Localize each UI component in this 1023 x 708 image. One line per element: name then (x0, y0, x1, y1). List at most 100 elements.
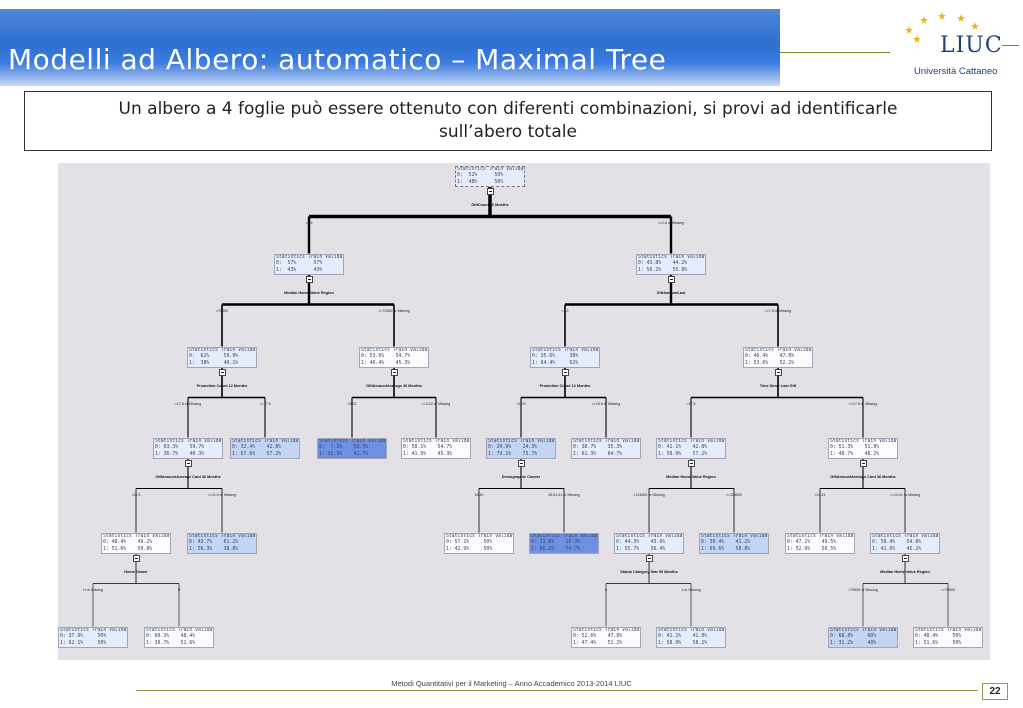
tree-node[interactable]: Statistics Train Validation0: 38.7% 35.3… (571, 437, 641, 459)
node-header: Statistics Train Validation (146, 627, 213, 633)
collapse-toggle-icon[interactable] (561, 368, 569, 376)
collapse-toggle-icon[interactable] (486, 187, 494, 195)
collapse-toggle-icon[interactable] (184, 459, 192, 467)
tree-node[interactable]: Statistics Train Validation0: 20.9% 24.3… (486, 437, 556, 459)
branch-label: <17.5 (686, 401, 696, 406)
tree-node[interactable]: Statistics Train Validation0: 48.4% 49.2… (101, 532, 171, 554)
branch-label: >=5.22 or Missing (421, 401, 451, 406)
tree-node[interactable]: Statistics Train Validation0: 43.8% 44.2… (636, 253, 706, 275)
split-variable-label: Median Home Value Region (666, 474, 716, 479)
node-header: Statistics Train Validation (658, 438, 725, 444)
tree-node[interactable]: Statistics Train Validation0: 68.8% 60%1… (828, 626, 898, 648)
node-header: Statistics Train Validation (532, 347, 599, 353)
collapse-toggle-icon[interactable] (774, 368, 782, 376)
tree-node[interactable]: Statistics Train Validation0: 51.3% 51.8… (828, 437, 898, 459)
node-stat-row: 1: 58.9% 58.2% (658, 640, 708, 646)
node-stat-row: 1: 36.7% 40.3% (155, 451, 205, 457)
branch-label: <11.5 (131, 492, 141, 497)
logo-name: LIUC (940, 33, 1003, 58)
node-header: Statistics Train Validation (103, 533, 170, 539)
node-header: Statistics Train Validation (701, 533, 768, 539)
node-stat-row: 0: 32.4% 42.8% (232, 445, 282, 451)
tree-node[interactable]: Statistics Train Validation0: 41.1% 42.8… (656, 437, 726, 459)
tree-node[interactable]: Statistics Train Validation0: 60.3% 48.4… (144, 626, 214, 648)
node-stat-row: 1: 56.3% 38.8% (189, 546, 239, 552)
collapse-toggle-icon[interactable] (859, 459, 867, 467)
title-bar: Modelli ad Albero: automatico – Maximal … (0, 9, 780, 86)
tree-node[interactable]: Statistics Train Validation0: 37.9% 50%1… (58, 626, 128, 648)
branch-label: >=17.5 (259, 401, 271, 406)
tree-node[interactable]: Statistics Train Validation0: 57% 57%1: … (274, 253, 344, 275)
branch-label: >=11.5 or Missing (207, 492, 237, 497)
tree-node[interactable]: Statistics Train Validation0: 63.3% 59.7… (153, 437, 223, 459)
collapse-toggle-icon[interactable] (305, 275, 313, 283)
tree-node[interactable]: Statistics Train Validation0: 30.4% 41.2… (699, 532, 769, 554)
collapse-toggle-icon[interactable] (645, 554, 653, 562)
node-stat-row: 0: 43.7% 61.2% (189, 540, 239, 546)
tree-node[interactable]: Statistics Train Validation0: 44.3% 43.6… (614, 532, 684, 554)
tree-node[interactable]: Statistics Train Validation0: 52% 50%1: … (455, 165, 525, 187)
tree-node[interactable]: Statistics Train Validation0: 58.4% 54.8… (870, 532, 940, 554)
decision-tree-panel: <2.5>=2.5 or Missing<70350>=70350 or Mis… (58, 163, 990, 660)
node-stat-row: 0: 46.4% 47.8% (745, 354, 795, 360)
split-variable-label: Status Category Star 96 Months (620, 569, 678, 574)
node-stat-row: 0: 38.7% 35.3% (573, 445, 623, 451)
tree-node[interactable]: Statistics Train Validation0: 41.1% 41.8… (656, 626, 726, 648)
node-stat-row: 0: 51.3% 51.8% (830, 445, 880, 451)
node-stat-row: 1: 41.9% 45.3% (403, 451, 453, 457)
branch-label: U (177, 587, 181, 592)
tree-node[interactable]: Statistics Train Validation0: 48.4% 50%1… (913, 626, 983, 648)
collapse-toggle-icon[interactable] (390, 368, 398, 376)
node-header: Statistics Train Validation (189, 347, 256, 353)
branch-label: H or Missing (83, 587, 103, 592)
node-header: Statistics Train Validation (638, 254, 705, 260)
split-variable-label: GiftAmountAverage Card 36 Months (830, 474, 896, 479)
liuc-logo-stars-icon (905, 12, 979, 43)
tree-node[interactable]: Statistics Train Validation0: 46.4% 47.8… (743, 346, 813, 368)
tree-node[interactable]: Statistics Train Validation0: 7.1% 58.3%… (317, 437, 387, 459)
node-stat-row: 1: 41.6% 45.2% (872, 546, 922, 552)
node-stat-row: 0: 20.9% 24.3% (488, 445, 538, 451)
tree-node[interactable]: Statistics Train Validation0: 35.6% 38%1… (530, 346, 600, 368)
branch-label: >=124500 (725, 492, 743, 497)
tree-node[interactable]: Statistics Train Validation0: 62% 59.9%1… (187, 346, 257, 368)
node-stat-row: 1: 58.9% 57.2% (658, 451, 708, 457)
collapse-toggle-icon[interactable] (667, 275, 675, 283)
tree-node[interactable]: Statistics Train Validation0: 47.1% 49.5… (785, 532, 855, 554)
node-stat-row: 1: 86.2% 74.7% (531, 546, 581, 552)
collapse-toggle-icon[interactable] (132, 554, 140, 562)
tree-node[interactable]: Statistics Train Validation0: 52.6% 47.8… (571, 626, 641, 648)
node-stat-row: 0: 30.4% 41.2% (701, 540, 751, 546)
node-stat-row: 0: 60.3% 48.4% (146, 634, 196, 640)
collapse-toggle-icon[interactable] (517, 459, 525, 467)
collapse-toggle-icon[interactable] (218, 368, 226, 376)
tree-node[interactable]: Statistics Train Validation0: 43.7% 61.2… (187, 532, 257, 554)
node-stat-row: 1: 56.2% 55.8% (638, 267, 688, 273)
split-variable-label: GiftAmountLast (656, 290, 686, 295)
branch-label: <7.5 (561, 308, 569, 313)
tree-node[interactable]: Statistics Train Validation0: 57.1% 50%1… (444, 532, 514, 554)
node-header: Statistics Train Validation (232, 438, 299, 444)
node-header: Statistics Train Validation (155, 438, 222, 444)
node-stat-row: 0: 44.3% 43.6% (616, 540, 666, 546)
node-stat-row: 1: 51.6% 50% (915, 640, 962, 646)
node-stat-row: 0: 37.9% 50% (60, 634, 107, 640)
collapse-toggle-icon[interactable] (687, 459, 695, 467)
node-header: Statistics Train Validation (361, 347, 428, 353)
branch-label: 1 or Missing (681, 587, 701, 592)
node-header: Statistics Train Validation (276, 254, 343, 260)
branch-label: <79500 or Missing (848, 587, 878, 592)
tree-node[interactable]: Statistics Train Validation0: 58.1% 54.7… (401, 437, 471, 459)
node-header: Statistics Train Validation (745, 347, 812, 353)
node-header: Statistics Train Validation (872, 533, 939, 539)
node-stat-row: 1: 52.9% 50.5% (787, 546, 837, 552)
title-rule (780, 52, 890, 53)
collapse-toggle-icon[interactable] (901, 554, 909, 562)
node-stat-row: 1: 92.9% 41.7% (319, 451, 369, 457)
node-stat-row: 1: 46.4% 45.3% (361, 360, 411, 366)
tree-node[interactable]: Statistics Train Validation0: 53.6% 54.7… (359, 346, 429, 368)
node-stat-row: 1: 39.7% 51.6% (146, 640, 196, 646)
tree-node[interactable]: Statistics Train Validation0: 32.4% 42.8… (230, 437, 300, 459)
split-variable-label: Promotion Count 12 Months (196, 383, 248, 388)
tree-node[interactable]: Statistics Train Validation0: 13.8% 25.3… (529, 532, 599, 554)
